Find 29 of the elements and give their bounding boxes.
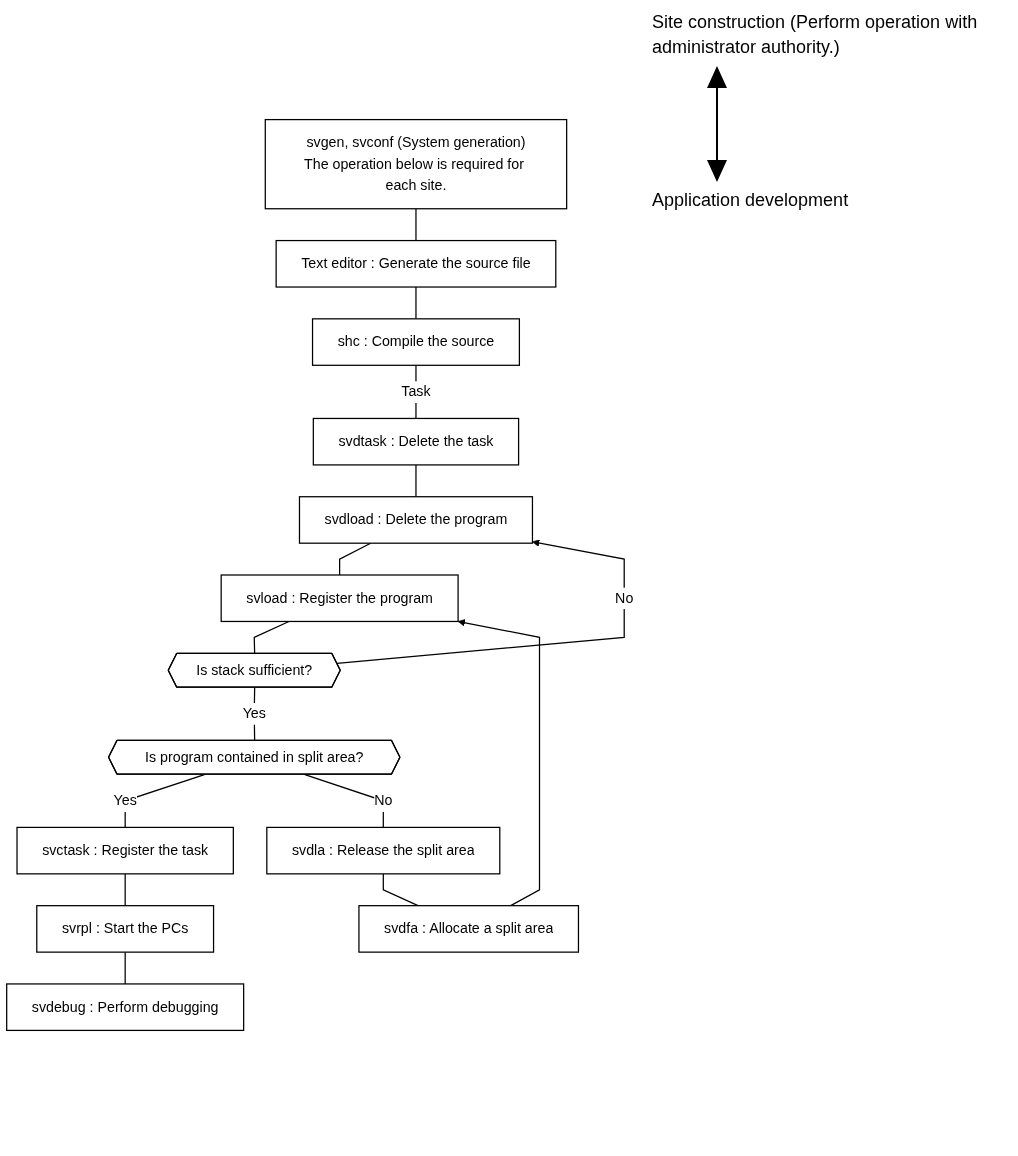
connector	[415, 286, 417, 320]
edge-label: No	[615, 590, 634, 606]
note-text: Site construction (Perform operation with administrator authority.)	[652, 11, 979, 60]
node-box: svctask : Register the task	[16, 826, 234, 875]
node-box: svdebug : Perform debugging	[6, 983, 245, 1032]
connector	[339, 542, 372, 576]
edge-label: Yes	[113, 792, 137, 809]
node-box: shc : Compile the source	[311, 318, 520, 366]
node-box: svdtask : Delete the task	[312, 417, 520, 466]
connector	[304, 774, 384, 829]
node-box: Text editor : Generate the source file	[275, 239, 557, 288]
edge-label: No	[374, 792, 393, 809]
node-box: svdload : Delete the program	[298, 496, 534, 544]
connector	[124, 951, 126, 985]
node-box: svdla : Release the split area	[266, 826, 501, 875]
edge-label: Task	[401, 383, 431, 400]
node-box: svrpl : Start the PCs	[36, 905, 215, 953]
arrow	[336, 539, 625, 664]
node-box: svdfa : Allocate a split area	[358, 905, 580, 953]
node-box: svload : Register the program	[220, 574, 459, 623]
edge-label: Yes	[242, 705, 266, 722]
note-text: Application development	[652, 189, 849, 213]
connector	[253, 620, 290, 655]
node-box: svgen, svconf (System generation) The operation below is required for each site.	[264, 118, 568, 210]
connector	[415, 464, 417, 498]
connector	[124, 873, 126, 907]
connector	[382, 873, 419, 907]
arrow	[457, 619, 541, 907]
connector	[415, 208, 417, 242]
